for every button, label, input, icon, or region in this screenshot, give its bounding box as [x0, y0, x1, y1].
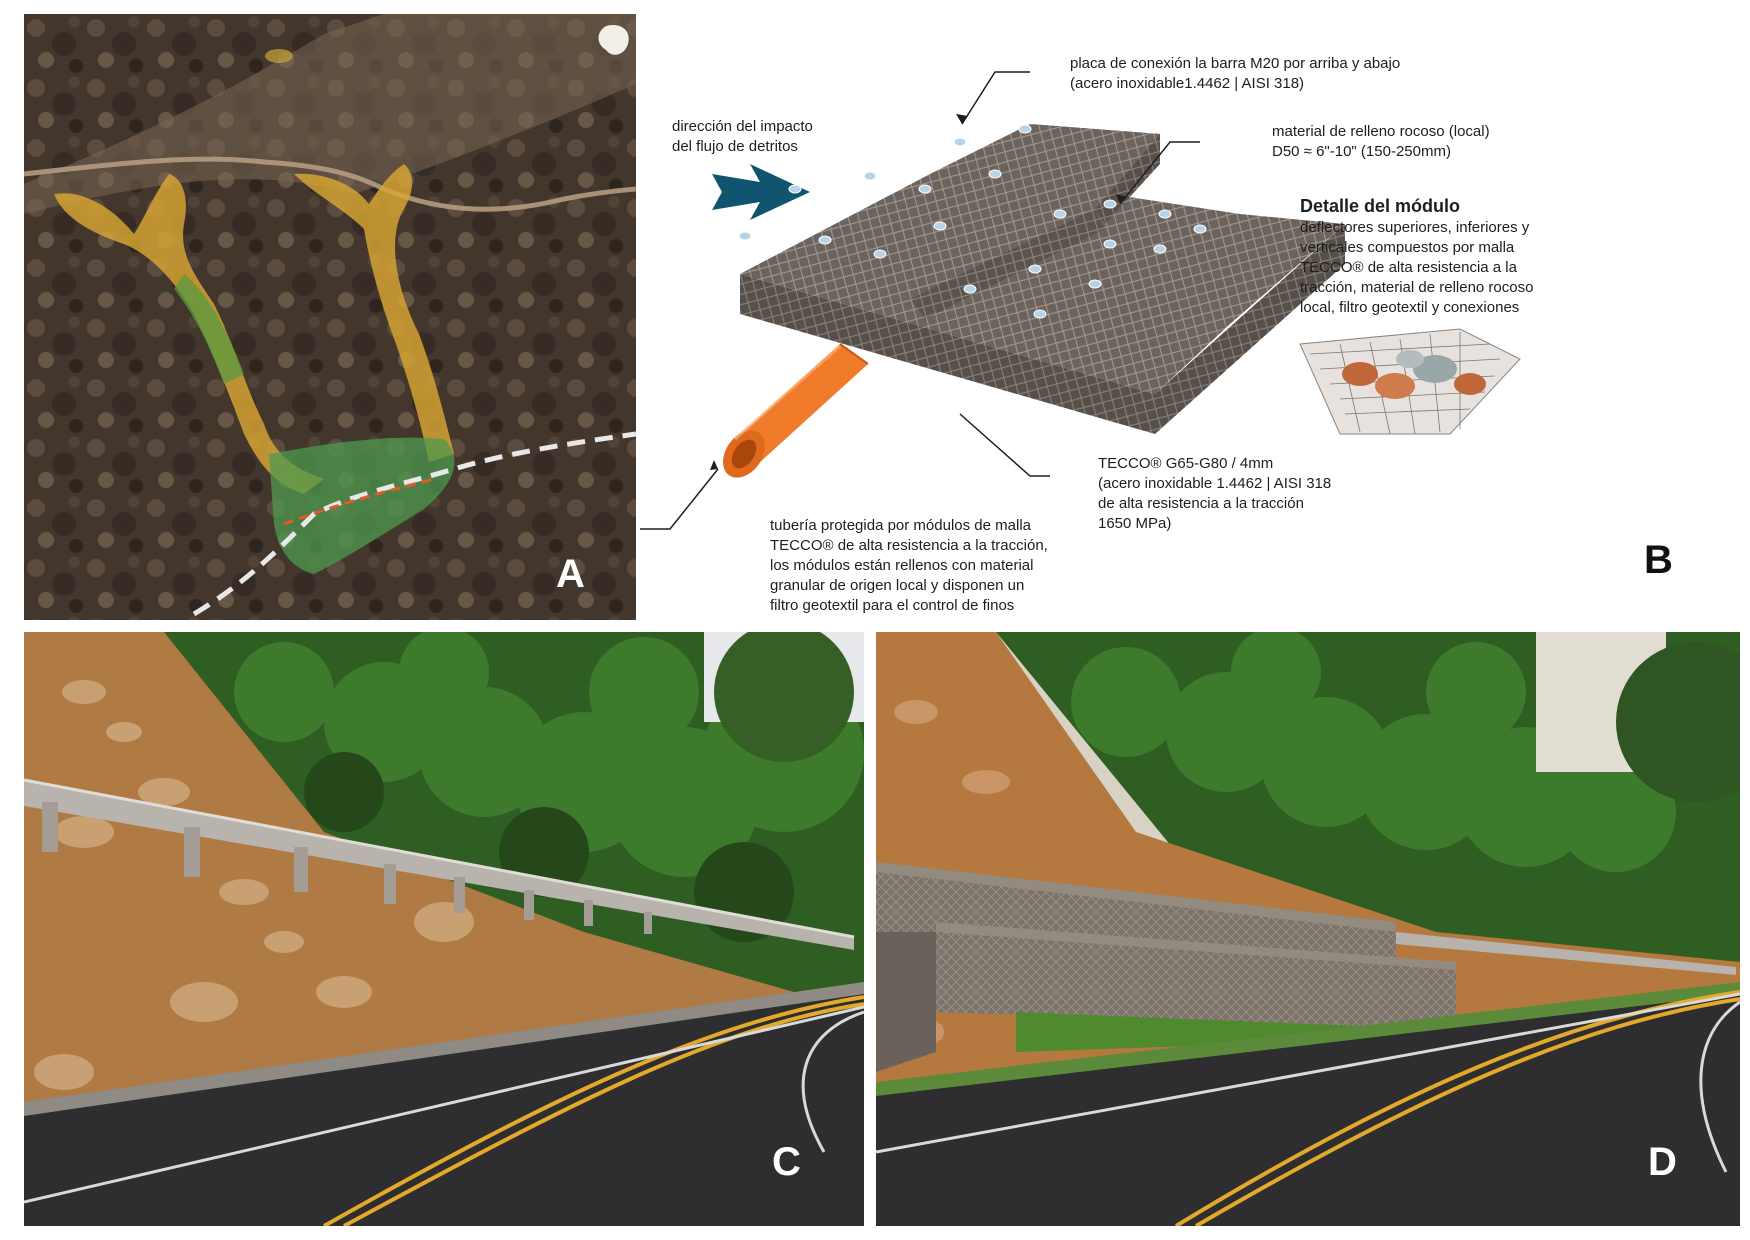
- module-detail-text: Detalle del módulo deflectores superiore…: [1300, 194, 1600, 318]
- panel-letter-c: C: [772, 1140, 801, 1184]
- mesh-module-illustration: [640, 71, 1521, 530]
- connection-plate-label: placa de conexión la barra M20 por arrib…: [1070, 55, 1401, 92]
- panel-b: dirección del impacto del flujo de detri…: [640, 14, 1750, 620]
- road-scene-before: [24, 632, 864, 1226]
- module-detail-title: Detalle del módulo: [1300, 196, 1461, 216]
- impact-arrow-icon: [712, 164, 810, 220]
- rock-fill-label: material de relleno rocoso (local) D50 ≈…: [1272, 123, 1490, 160]
- panel-d: D: [876, 632, 1740, 1226]
- protected-pipe: [723, 343, 869, 478]
- gabion-protection-blocks: [876, 862, 1456, 1072]
- aerial-terrain-map: [24, 14, 636, 620]
- exposed-pipeline: [24, 778, 855, 950]
- module-detail-sketch: [1299, 328, 1521, 435]
- road-scene-after: [876, 632, 1740, 1226]
- panel-c: C: [24, 632, 864, 1226]
- pipe-protection-label: tubería protegida por módulos de malla T…: [770, 517, 1048, 614]
- impact-direction-label: dirección del impacto del flujo de detri…: [672, 118, 813, 155]
- connection-bolts: [738, 124, 1207, 319]
- panel-letter-b: B: [1644, 538, 1673, 582]
- panel-a: A: [24, 14, 636, 620]
- panel-letter-d: D: [1648, 1140, 1677, 1184]
- tecco-mesh-label: TECCO® G65-G80 / 4mm (acero inoxidable 1…: [1098, 455, 1332, 532]
- panel-letter-a: A: [556, 552, 585, 596]
